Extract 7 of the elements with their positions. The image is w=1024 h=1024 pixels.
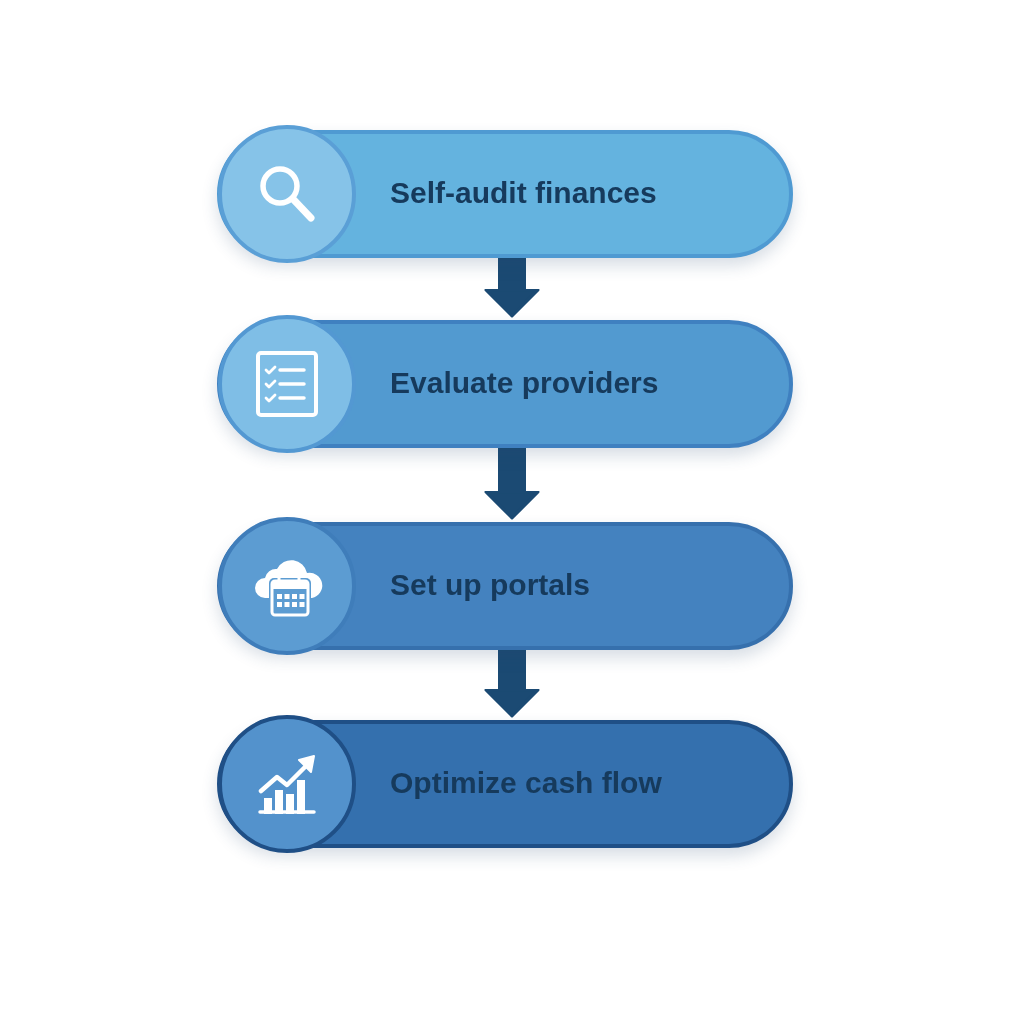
step-label: Optimize cash flow bbox=[390, 766, 662, 801]
step-label: Self-audit finances bbox=[390, 176, 657, 211]
step-label: Set up portals bbox=[390, 568, 591, 603]
arrow bbox=[484, 448, 540, 520]
step-label: Evaluate providers bbox=[390, 366, 659, 401]
arrow bbox=[484, 258, 540, 318]
arrow bbox=[484, 650, 540, 718]
